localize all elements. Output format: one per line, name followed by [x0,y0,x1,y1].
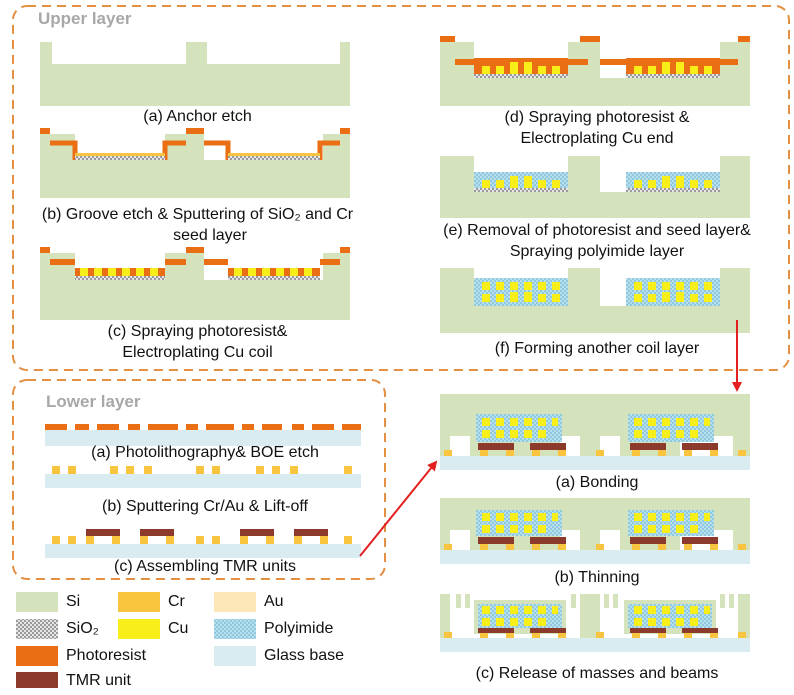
lower-layer-frame [12,379,386,580]
assembly-thinning-figure [440,498,750,564]
upper-caption-e-line2: Spraying polyimide layer [509,243,685,260]
legend-label-cr: Cr [168,593,185,610]
upper-layer-frame [12,5,790,371]
upper-caption-c-line2: Electroplating Cu coil [122,344,273,361]
upper-step-d-figure [440,36,750,106]
upper-step-e-figure [440,156,750,218]
assembly-caption-thinning: (b) Thinning [554,569,640,586]
assembly-bonding-figure [440,394,750,470]
upper-caption-a: (a) Anchor etch [143,108,252,125]
upper-step-b-figure [40,128,350,198]
legend-label-tmr: TMR unit [66,672,131,689]
cr-swatch [118,592,160,612]
sio2-swatch [16,619,58,639]
upper-step-a-figure [40,42,350,106]
assembly-caption-bonding: (a) Bonding [555,474,639,491]
lower-step-c-figure [45,529,361,558]
upper-caption-d-line2: Electroplating Cu end [520,130,674,147]
upper-step-c-figure [40,247,350,320]
upper-caption-d-line1: (d) Spraying photoresist & [504,109,690,126]
assembly-caption-release: (c) Release of masses and beams [475,665,719,682]
glass-swatch [214,646,256,666]
legend-label-glass: Glass base [264,647,345,664]
legend-label-polyimide: Polyimide [264,620,334,637]
lower-caption-b: (b) Sputtering Cr/Au & Lift-off [101,498,308,515]
au-swatch [214,592,256,612]
flow-arrow-lower-to-bonding [359,460,438,557]
upper-caption-b-line1: (b) Groove etch & Sputtering of SiO₂ and… [41,206,354,223]
lower-step-b-figure [45,466,361,488]
polyimide-swatch [214,619,256,639]
lower-layer-title: Lower layer [46,392,141,411]
si-swatch [16,592,58,612]
legend-label-sio2: SiO₂ [66,620,99,637]
assembly-release-figure [440,594,750,652]
legend-label-cu: Cu [168,620,189,637]
upper-caption-f: (f) Forming another coil layer [494,340,700,357]
upper-caption-b-line2: seed layer [173,227,247,244]
upper-caption-e-line1: (e) Removal of photoresist and seed laye… [443,222,751,239]
lower-caption-a: (a) Photolithography& BOE etch [91,444,319,461]
legend-label-photoresist: Photoresist [66,647,147,664]
upper-caption-c-line1: (c) Spraying photoresist& [107,323,288,340]
upper-step-f-figure [440,268,750,333]
cu-swatch [118,619,160,639]
tmr-swatch [16,672,58,688]
legend-label-au: Au [264,593,284,610]
lower-step-a-figure [45,424,361,446]
lower-caption-c: (c) Assembling TMR units [114,558,296,575]
upper-layer-title: Upper layer [38,9,132,28]
photoresist-swatch [16,646,58,666]
legend-label-si: Si [66,593,81,610]
